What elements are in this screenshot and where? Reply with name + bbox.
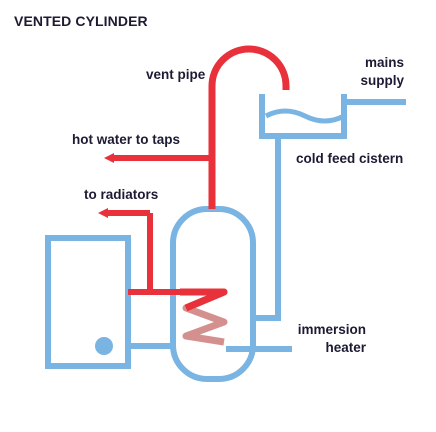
cold-feed-cistern <box>259 94 347 139</box>
boiler-indicator <box>95 337 113 355</box>
cold-feed-cistern-label: cold feed cistern <box>296 151 404 166</box>
cistern-water-line <box>264 108 346 124</box>
immersion-line2: heater <box>325 340 366 355</box>
mains-supply-label: mains supply <box>344 54 404 90</box>
vent-pipe-label: vent pipe <box>146 67 206 82</box>
mains-supply-line1: mains <box>364 55 404 70</box>
diagram-title: VENTED CYLINDER <box>14 13 148 29</box>
boiler <box>45 235 131 369</box>
hot-water-to-taps-label: hot water to taps <box>72 132 181 147</box>
vent-pipe <box>208 45 290 209</box>
to-radiators-label: to radiators <box>84 187 159 202</box>
taps-arrow-icon <box>104 153 114 163</box>
mains-supply-line2: supply <box>360 73 404 88</box>
immersion-line1: immersion <box>297 322 366 337</box>
immersion-heater-label: immersion heater <box>286 321 366 357</box>
radiators-arrow-icon <box>98 208 108 218</box>
cold-feed-pipe <box>253 136 281 321</box>
coil-hot-section <box>180 288 228 312</box>
